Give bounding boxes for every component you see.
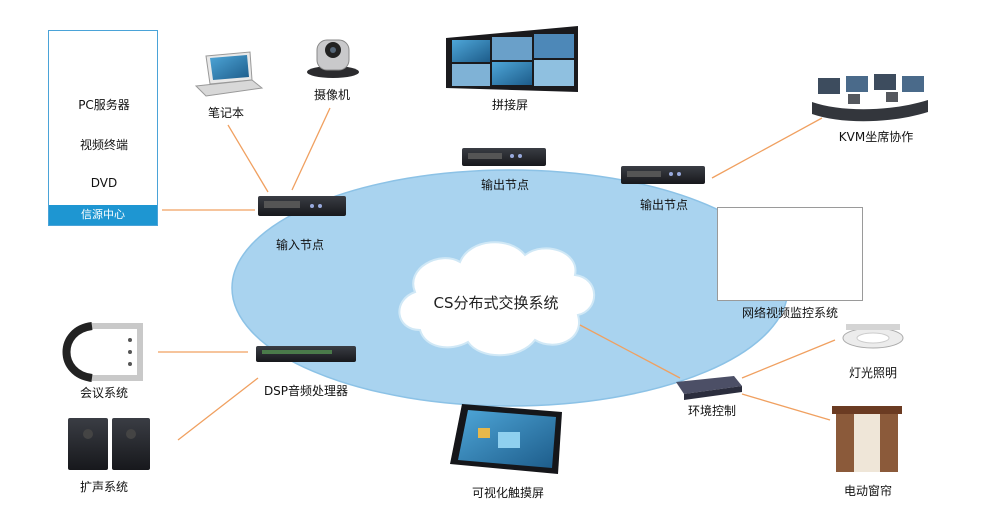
link-laptop xyxy=(227,124,269,193)
center-label: CS分布式交换系统 xyxy=(433,294,559,312)
conference-label: 会议系统 xyxy=(79,386,129,400)
video-wall-icon xyxy=(446,26,578,92)
light-icon xyxy=(842,324,904,349)
dvd-label: DVD xyxy=(90,176,118,190)
conference-icon xyxy=(62,322,143,382)
link-camera xyxy=(291,107,331,191)
curtain-label: 电动窗帘 xyxy=(843,484,893,498)
network-camera-label: 网络视频监控系统 xyxy=(741,306,839,320)
pc-server-label: PC服务器 xyxy=(78,98,130,112)
laptop-label: 笔记本 xyxy=(207,106,245,120)
output-node-top-icon xyxy=(462,148,546,166)
link-speaker xyxy=(177,377,259,441)
link-kvm xyxy=(711,117,823,179)
dsp-label: DSP音频处理器 xyxy=(263,384,349,398)
environment-control-icon xyxy=(676,376,742,400)
video-wall-label: 拼接屏 xyxy=(491,98,529,112)
link-cloud-env xyxy=(579,324,681,379)
light-label: 灯光照明 xyxy=(848,366,898,380)
link-curtain xyxy=(741,393,831,421)
speaker-label: 扩声系统 xyxy=(79,480,129,494)
dsp-icon xyxy=(256,346,356,362)
video-terminal-label: 视频终端 xyxy=(79,138,129,152)
input-node-label: 输入节点 xyxy=(275,238,325,252)
source-group-box: 信源中心 xyxy=(48,30,158,226)
link-light xyxy=(741,339,836,379)
camera-label: 摄像机 xyxy=(313,88,351,102)
touch-screen-label: 可视化触摸屏 xyxy=(471,486,545,500)
camera-icon xyxy=(307,39,359,78)
environment-control-label: 环境控制 xyxy=(687,404,737,418)
cloud-shape xyxy=(398,241,596,357)
network-camera-box xyxy=(717,207,863,301)
laptop-icon xyxy=(194,51,264,97)
connection-lines xyxy=(158,107,836,441)
curtain-icon xyxy=(832,406,902,472)
kvm-label: KVM坐席协作 xyxy=(838,130,914,144)
touch-screen-icon xyxy=(450,404,562,474)
output-node-top-label: 输出节点 xyxy=(480,178,530,192)
source-group-label: 信源中心 xyxy=(49,205,157,225)
output-node-right-icon xyxy=(621,166,705,184)
speaker-icon xyxy=(68,418,150,470)
output-node-right-label: 输出节点 xyxy=(639,198,689,212)
input-node-icon xyxy=(258,196,346,216)
kvm-console-icon xyxy=(812,74,928,122)
